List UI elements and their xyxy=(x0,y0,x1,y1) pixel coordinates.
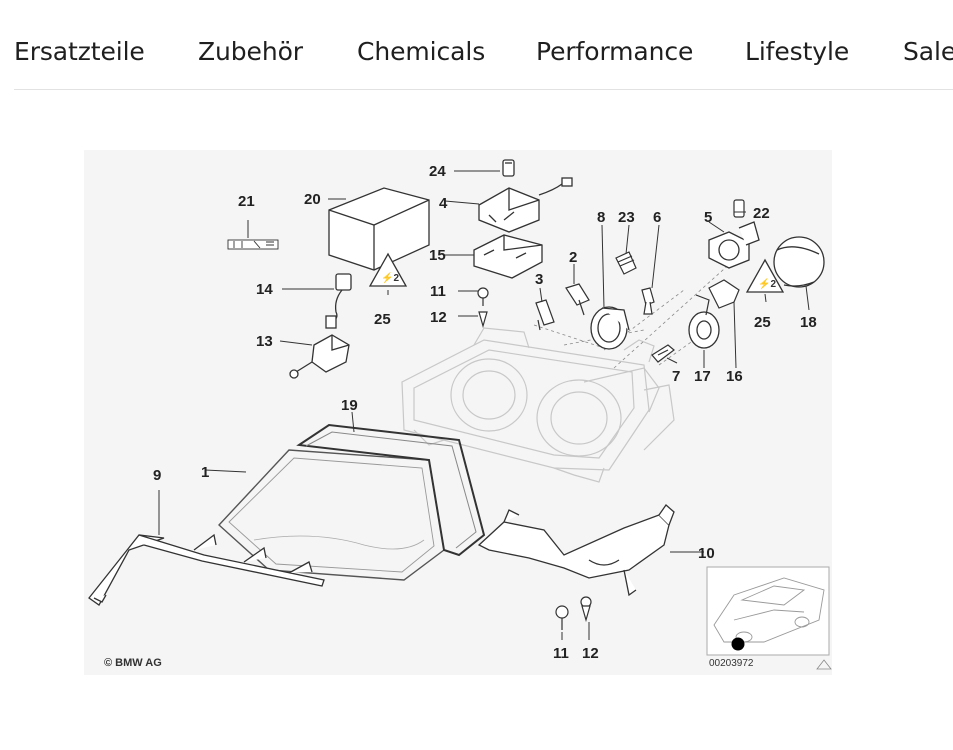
lower-bracket xyxy=(477,504,675,597)
car-inset: 00203972 xyxy=(706,566,832,670)
wire-connector xyxy=(325,273,352,329)
svg-text:⚡2: ⚡2 xyxy=(381,271,399,284)
bulb-23 xyxy=(615,251,637,275)
trim-strip xyxy=(88,533,325,606)
callout-23: 23 xyxy=(618,209,635,226)
nav-item-performance[interactable]: Performance xyxy=(536,37,694,66)
dome-cap xyxy=(773,236,825,288)
nav-item-zubehoer[interactable]: Zubehör xyxy=(198,37,303,66)
sensor-16 xyxy=(695,279,740,316)
screws-lower xyxy=(555,596,592,630)
lens-seal xyxy=(296,423,486,557)
parts-diagram-drawing: ⚡2 ⚡2 xyxy=(88,159,832,670)
callout-14: 14 xyxy=(256,281,273,298)
callout-13: 13 xyxy=(256,333,273,350)
callout-11-upper: 11 xyxy=(430,283,446,300)
callout-2: 2 xyxy=(569,249,577,266)
callout-10: 10 xyxy=(698,545,715,562)
bulb-small xyxy=(535,299,555,331)
callout-25-right: 25 xyxy=(754,314,771,331)
nav-divider xyxy=(14,89,953,90)
label-sticker xyxy=(227,239,279,250)
copyright-text: © BMW AG xyxy=(104,657,162,669)
callout-19: 19 xyxy=(341,397,358,414)
assembly-lines xyxy=(533,259,735,369)
bulb-7 xyxy=(651,344,675,363)
parts-diagram: ⚡2 ⚡2 xyxy=(84,150,832,675)
top-navigation: Ersatzteile Zubehör Chemicals Performanc… xyxy=(0,0,953,90)
callout-24: 24 xyxy=(429,163,446,180)
nav-item-chemicals[interactable]: Chemicals xyxy=(357,37,486,66)
callout-21: 21 xyxy=(238,193,255,210)
callout-15: 15 xyxy=(429,247,446,264)
callout-1: 1 xyxy=(201,464,209,481)
callout-4: 4 xyxy=(439,195,448,212)
triangle-mark xyxy=(816,659,832,670)
callout-6: 6 xyxy=(653,209,661,226)
callout-8: 8 xyxy=(597,209,605,226)
screws-upper xyxy=(477,287,489,329)
leveling-motor xyxy=(289,334,350,379)
callout-12-upper: 12 xyxy=(430,309,447,326)
ballast-unit xyxy=(473,234,543,279)
callout-17: 17 xyxy=(694,368,711,385)
callout-11-lower: 11 xyxy=(553,645,569,662)
callout-9: 9 xyxy=(153,467,161,484)
cap-17 xyxy=(688,311,720,349)
bulb-holder xyxy=(565,283,590,316)
callout-25-left: 25 xyxy=(374,311,391,328)
callout-7: 7 xyxy=(672,368,680,385)
nav-item-lifestyle[interactable]: Lifestyle xyxy=(745,37,850,66)
igniter-5 xyxy=(708,221,760,269)
callout-numbers: 24 4 20 21 15 14 11 12 25 13 3 2 8 23 6 … xyxy=(153,163,817,662)
svg-text:⚡2: ⚡2 xyxy=(758,277,776,290)
headlight-lens xyxy=(218,449,445,581)
warning-label-left: ⚡2 xyxy=(368,252,408,287)
nav-item-ersatzteile[interactable]: Ersatzteile xyxy=(14,37,145,66)
part-box xyxy=(328,187,430,271)
reference-code: 00203972 xyxy=(709,658,754,669)
ignition-module xyxy=(478,177,573,233)
leader-lines xyxy=(158,170,810,640)
callout-20: 20 xyxy=(304,191,321,208)
car-outline xyxy=(713,577,825,643)
callout-5: 5 xyxy=(704,209,712,226)
location-marker xyxy=(731,637,745,651)
callout-12-lower: 12 xyxy=(582,645,599,662)
bulb-h7 xyxy=(641,287,655,315)
connector-top xyxy=(502,159,515,177)
callout-18: 18 xyxy=(800,314,817,331)
callout-3: 3 xyxy=(535,271,543,288)
cap-ring xyxy=(590,306,630,350)
warning-label-right: ⚡2 xyxy=(745,258,785,293)
nav-item-sale[interactable]: Sale xyxy=(903,37,953,66)
callout-22: 22 xyxy=(753,205,770,222)
plug-22 xyxy=(733,199,745,218)
callout-16: 16 xyxy=(726,368,743,385)
